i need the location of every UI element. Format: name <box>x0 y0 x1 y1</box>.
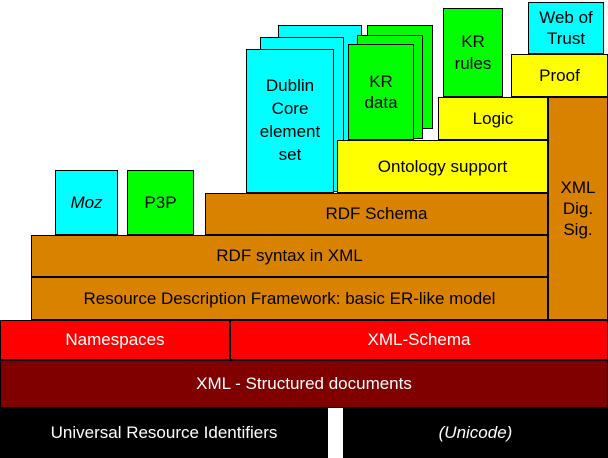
web-of-trust-box: Web of Trust <box>528 2 604 54</box>
moz-label: Moz <box>70 192 103 212</box>
proof-label: Proof <box>539 65 580 85</box>
rdf-schema-label: RDF Schema <box>325 204 428 224</box>
xml-dig-sig-layer: XML Dig. Sig. <box>548 97 608 320</box>
web-of-trust-label: Web of Trust <box>539 7 593 48</box>
rdf-model-label: Resource Description Framework: basic ER… <box>83 288 496 308</box>
rdf-syntax-label: RDF syntax in XML <box>216 246 363 266</box>
xml-layer: XML - Structured documents <box>0 360 608 408</box>
rdf-schema-layer: RDF Schema <box>205 193 548 235</box>
ontology-support-label: Ontology support <box>377 156 508 176</box>
p3p-box: P3P <box>127 170 194 235</box>
moz-box: Moz <box>55 170 118 235</box>
namespaces-label: Namespaces <box>65 330 165 350</box>
logic-label: Logic <box>472 108 514 128</box>
kr-data-label: KR data <box>364 71 398 112</box>
dublin-core-card: Dublin Core element set <box>246 49 334 193</box>
uri-label: Universal Resource Identifiers <box>50 423 278 443</box>
proof-box: Proof <box>511 54 608 97</box>
dublin-core-label: Dublin Core element set <box>259 76 321 164</box>
logic-box: Logic <box>438 97 548 140</box>
xml-schema-layer: XML-Schema <box>230 320 608 360</box>
namespaces-layer: Namespaces <box>0 320 230 360</box>
xml-dig-sig-label: XML Dig. Sig. <box>560 177 596 240</box>
ontology-support-box: Ontology support <box>337 140 548 193</box>
unicode-label: (Unicode) <box>438 423 513 443</box>
p3p-label: P3P <box>144 192 177 212</box>
kr-rules-box: KR rules <box>443 8 503 97</box>
xml-schema-label: XML-Schema <box>367 330 471 350</box>
kr-rules-label: KR rules <box>454 32 492 73</box>
unicode-layer: (Unicode) <box>343 408 608 458</box>
xml-label: XML - Structured documents <box>196 374 412 394</box>
rdf-syntax-layer: RDF syntax in XML <box>31 235 548 277</box>
rdf-model-layer: Resource Description Framework: basic ER… <box>31 277 548 320</box>
uri-layer: Universal Resource Identifiers <box>0 408 328 458</box>
kr-data-card: KR data <box>348 44 414 140</box>
